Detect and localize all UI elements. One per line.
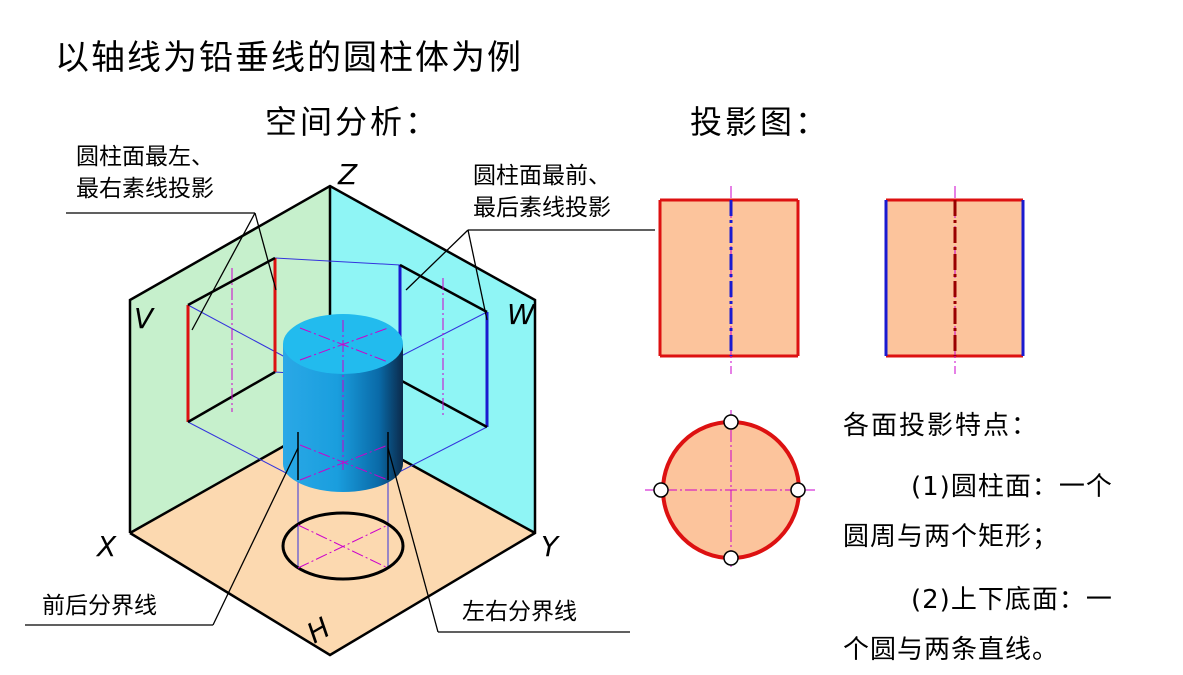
space-analysis-heading: 空间分析： xyxy=(265,103,441,141)
callout-front-back-boundary: 前后分界线 xyxy=(42,593,157,619)
feature-item-bases: (2)上下底面：一 个圆与两条直线。 xyxy=(843,575,1113,675)
callout-text: 圆柱面最左、 xyxy=(76,144,214,170)
leader-lines xyxy=(25,212,655,633)
axis-label-x: X xyxy=(97,530,117,563)
h-projection xyxy=(281,511,405,581)
side-view xyxy=(884,186,1025,374)
callout-left-right-boundary: 左右分界线 xyxy=(462,599,577,625)
axis-label-y: Y xyxy=(541,530,559,563)
axis-label-w: W xyxy=(507,298,535,331)
top-view xyxy=(645,410,815,570)
cylinder-icon xyxy=(283,314,403,492)
front-view xyxy=(658,186,800,374)
circle-marker-icon xyxy=(790,482,806,498)
axis-label-v: V xyxy=(134,302,154,335)
features-title: 各面投影特点： xyxy=(843,411,1040,441)
callout-text: 最右素线投影 xyxy=(76,176,214,202)
feature-text: (1)圆柱面：一个 xyxy=(911,472,1113,502)
feature-text: (2)上下底面：一 xyxy=(911,585,1113,615)
page-title: 以轴线为铅垂线的圆柱体为例 xyxy=(55,38,523,78)
callout-front-back-outline: 圆柱面最前、 最后素线投影 xyxy=(473,160,611,224)
axis-label-z: Z xyxy=(338,158,358,191)
h-plane xyxy=(130,420,535,655)
circle-marker-icon xyxy=(723,414,739,430)
circle-marker-icon xyxy=(723,550,739,566)
feature-text: 个圆与两条直线。 xyxy=(843,635,1060,665)
circle-marker-icon xyxy=(653,482,669,498)
callout-text: 圆柱面最前、 xyxy=(473,163,611,189)
callout-text: 最后素线投影 xyxy=(473,195,611,221)
callout-left-right-outline: 圆柱面最左、 最右素线投影 xyxy=(76,141,214,205)
feature-item-cylinder-surface: (1)圆柱面：一个 圆周与两个矩形； xyxy=(843,462,1113,562)
v-projection xyxy=(186,256,277,424)
projection-heading: 投影图： xyxy=(690,103,831,141)
feature-text: 圆周与两个矩形； xyxy=(843,522,1060,552)
